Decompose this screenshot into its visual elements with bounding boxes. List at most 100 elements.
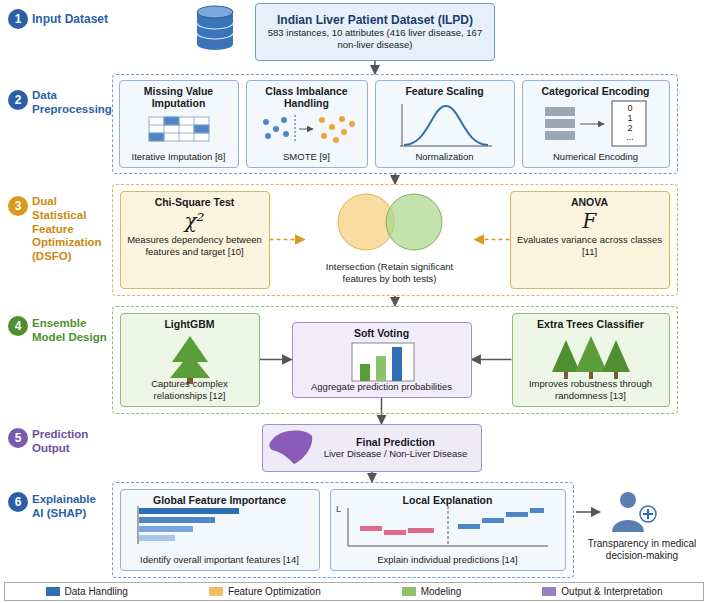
- box-text: Improves robustness through randomness […: [518, 378, 664, 402]
- axis-mark: L: [336, 504, 346, 515]
- legend-item: Data Handling: [46, 586, 128, 597]
- step-number-text: 3: [15, 200, 22, 212]
- step-number-text: 4: [15, 320, 22, 332]
- flow-arrow: [394, 174, 396, 184]
- bell-curve-icon: [400, 104, 492, 146]
- forest-icon: [552, 336, 630, 379]
- box-text: Numerical Encoding: [553, 151, 638, 163]
- step-number-text: 5: [15, 432, 22, 444]
- box-title: Missing Value Imputation: [125, 85, 233, 110]
- flow-arrow: [374, 61, 376, 74]
- box-text: Captures complex relationships [12]: [126, 378, 254, 402]
- step-number: 6: [8, 492, 28, 512]
- box-title: Extra Trees Classifier: [537, 318, 644, 331]
- stage-heading: Explainable AI (SHAP): [32, 493, 108, 521]
- intersection-node: Intersection (Retain significant feature…: [305, 191, 475, 289]
- test-box: Chi-Square Testχ²Measures dependency bet…: [120, 191, 270, 289]
- statistic-symbol: F: [583, 209, 597, 233]
- step-number: 4: [8, 316, 28, 336]
- doctor-icon: [612, 492, 656, 532]
- encoding-icon: [545, 101, 646, 146]
- box-title: Chi-Square Test: [155, 196, 235, 209]
- box-text: Aggregate prediction probabilities: [311, 381, 452, 393]
- flow-arrow: [381, 398, 383, 425]
- smote-icon: [263, 115, 355, 143]
- box-text: Iterative Imputation [8]: [132, 151, 226, 163]
- box-title: ANOVA: [571, 196, 608, 209]
- box-text: Liver Disease / Non-Liver Disease: [324, 448, 468, 460]
- importance-bars-icon: [138, 506, 239, 544]
- box-text: SMOTE [9]: [283, 151, 330, 163]
- stage-band: Missing Value ImputationIterative Imputa…: [112, 74, 678, 174]
- step-title: Input Dataset: [32, 12, 122, 26]
- stage-band: Global Feature ImportanceIdentify overal…: [112, 482, 574, 578]
- box-text: Measures dependency between features and…: [126, 234, 264, 258]
- stage-band: Chi-Square Testχ²Measures dependency bet…: [112, 184, 678, 296]
- box-title: Class Imbalance Handling: [252, 85, 362, 110]
- step-number: 2: [8, 90, 28, 110]
- box-title: Local Explanation: [403, 494, 493, 507]
- step-title: Prediction Output: [32, 428, 112, 456]
- box-title: Soft Voting: [354, 327, 409, 340]
- box-title: Indian Liver Patient Dataset (ILPD): [277, 13, 473, 27]
- explain-box: Local ExplanationExplain individual pred…: [330, 489, 566, 571]
- legend-swatch: [402, 587, 416, 596]
- box-text: Normalization: [415, 151, 473, 163]
- code-value: ...: [621, 132, 639, 143]
- box-title: Final Prediction: [356, 436, 435, 449]
- legend-swatch: [542, 587, 556, 596]
- step-number: 1: [8, 9, 28, 29]
- tree-icon: [170, 336, 210, 384]
- dataset-box: Indian Liver Patient Dataset (ILPD)583 i…: [255, 3, 495, 61]
- box-title: Feature Scaling: [405, 85, 483, 98]
- step-number-text: 1: [15, 13, 22, 25]
- bar-chart-icon: [352, 343, 414, 381]
- step-number: 3: [8, 196, 28, 216]
- box-text: Identify overall important features [14]: [140, 554, 299, 566]
- model-box: Extra Trees ClassifierImproves robustnes…: [512, 313, 670, 407]
- output-box: Final PredictionLiver Disease / Non-Live…: [262, 424, 482, 472]
- venn-icon: [338, 194, 442, 250]
- legend-text: Output & Interpretation: [561, 586, 662, 597]
- box-title: Global Feature Importance: [153, 494, 286, 507]
- legend-item: Feature Optimization: [209, 586, 321, 597]
- stage-heading: Data Preprocessing: [32, 89, 108, 117]
- statistic-symbol: χ²: [184, 209, 204, 233]
- flow-arrow: [472, 359, 512, 361]
- legend-text: Modeling: [421, 586, 462, 597]
- flow-arrow: [394, 296, 396, 306]
- legend-swatch: [209, 587, 223, 596]
- legend-swatch: [46, 587, 60, 596]
- code-value: 0: [621, 103, 639, 114]
- flow-arrow: [270, 239, 305, 241]
- database-icon: [197, 6, 233, 50]
- box-text: 583 instances, 10 attributes (416 liver …: [261, 27, 489, 51]
- box-text: Explain individual predictions [14]: [377, 554, 517, 566]
- process-box: Missing Value ImputationIterative Imputa…: [119, 80, 239, 168]
- model-box: LightGBMCaptures complex relationships […: [120, 313, 260, 407]
- process-box: Categorical EncodingNumerical Encoding: [522, 80, 670, 168]
- table-icon: [149, 117, 209, 141]
- process-box: Class Imbalance HandlingSMOTE [9]: [246, 80, 368, 168]
- box-text: Intersection (Retain significant feature…: [310, 261, 470, 285]
- flow-arrow: [260, 359, 292, 361]
- flow-arrow: [371, 472, 373, 482]
- step-number-text: 2: [15, 94, 22, 106]
- process-box: Feature ScalingNormalization: [375, 80, 515, 168]
- stage-heading: Dual Statistical Feature Optimization (D…: [32, 195, 108, 264]
- legend-item: Output & Interpretation: [542, 586, 662, 597]
- legend: Data Handling Feature Optimization Modelin…: [4, 582, 704, 601]
- step-number-text: 6: [15, 496, 22, 508]
- box-title: Categorical Encoding: [542, 85, 650, 98]
- liver-icon: [269, 430, 312, 464]
- flow-arrow: [475, 239, 510, 241]
- legend-text: Data Handling: [65, 586, 128, 597]
- test-box: ANOVAFEvaluates variance across classes …: [510, 191, 670, 289]
- note: Transparency in medical decision-making: [580, 538, 704, 562]
- stage-band: LightGBMCaptures complex relationships […: [112, 306, 678, 414]
- box-text: Evaluates variance across classes [11]: [516, 234, 664, 258]
- explain-box: Global Feature ImportanceIdentify overal…: [120, 489, 320, 571]
- legend-item: Modeling: [402, 586, 462, 597]
- voting-box: Soft VotingAggregate prediction probabil…: [292, 322, 472, 398]
- legend-text: Feature Optimization: [228, 586, 321, 597]
